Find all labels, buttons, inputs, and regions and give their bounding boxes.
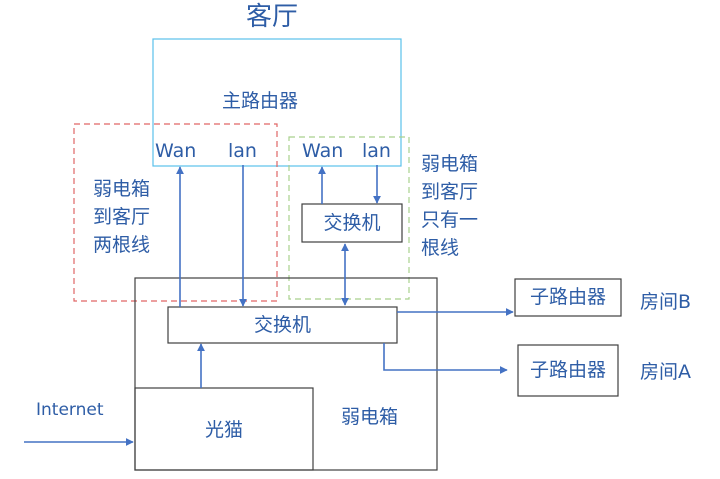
living-switch-label: 交换机 <box>323 212 381 234</box>
room-a-label: 房间A <box>640 361 691 383</box>
cabinet-switch-box <box>167 306 398 344</box>
sub-router-b-box <box>514 278 622 317</box>
note-one-line: 弱电箱 到客厅 只有一 根线 <box>421 153 479 259</box>
diagram-title: 客厅 <box>246 2 299 32</box>
internet-label: Internet <box>36 400 104 420</box>
sub-router-a-label: 子路由器 <box>529 359 606 381</box>
sub-router-b-label: 子路由器 <box>529 286 606 308</box>
one-line-region <box>288 136 410 300</box>
room-b-label: 房间B <box>640 291 692 313</box>
sub-router-a-box <box>517 344 619 397</box>
two-lines-region <box>73 123 278 302</box>
cabinet-switch-label: 交换机 <box>253 314 311 336</box>
main-router-label: 主路由器 <box>222 90 299 112</box>
router-lan-port: lan <box>228 140 257 162</box>
arrow-switch-to-sub-router-a <box>383 343 508 374</box>
switch-lan-port: lan <box>362 140 391 162</box>
weak-box-label: 弱电箱 <box>341 406 399 428</box>
living-switch-box <box>301 203 403 243</box>
modem-box <box>134 387 314 471</box>
router-wan-port: Wan <box>155 140 197 162</box>
note-two-lines: 弱电箱 到客厅 两根线 <box>93 178 151 256</box>
switch-wan-port: Wan <box>302 140 344 162</box>
modem-label: 光猫 <box>204 419 243 441</box>
